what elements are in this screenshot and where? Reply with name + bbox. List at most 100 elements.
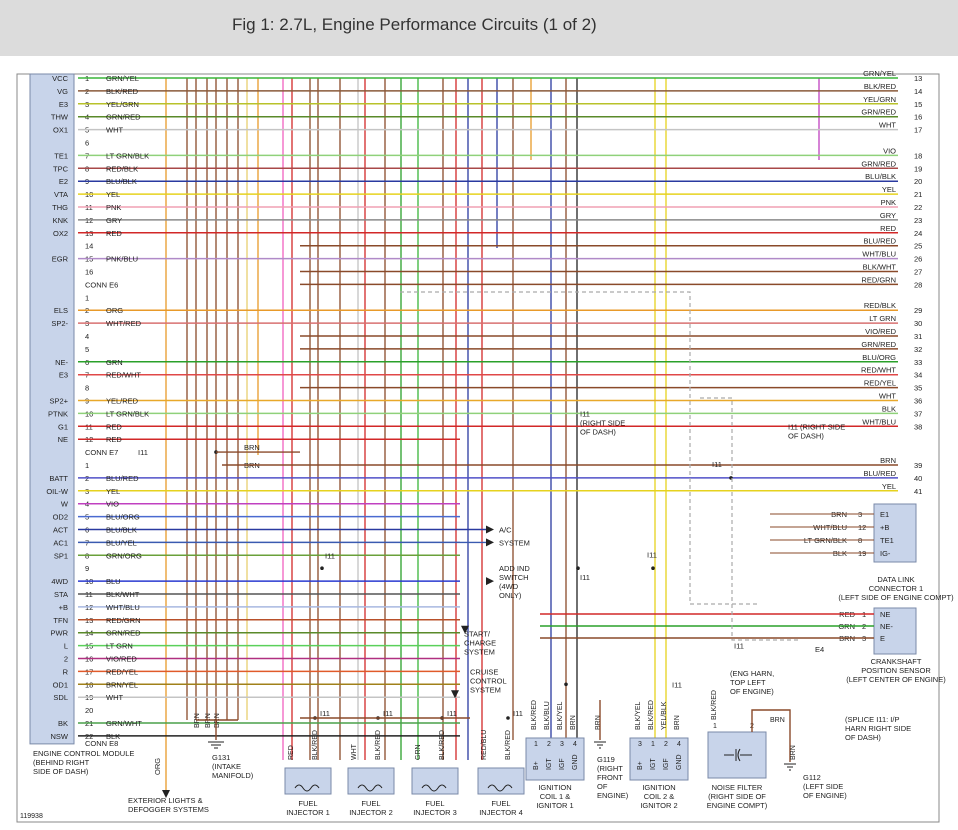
ext-lights-label: DEFOGGER SYSTEMS bbox=[128, 805, 209, 814]
ecm-block bbox=[29, 73, 75, 745]
noise-filter bbox=[707, 731, 767, 779]
injector-coil-icon bbox=[357, 784, 383, 792]
ecm-terminal-label: THG bbox=[52, 203, 68, 212]
ecm-terminal-label: OIL-W bbox=[46, 487, 69, 496]
title-bar: Fig 1: 2.7L, Engine Performance Circuits… bbox=[0, 0, 958, 56]
end-wire-label: RED/GRN bbox=[861, 275, 896, 284]
ecm-terminal-label: E3 bbox=[59, 100, 68, 109]
injector-name: FUEL bbox=[491, 799, 510, 808]
injector-name: INJECTOR 3 bbox=[413, 808, 457, 817]
end-wire-label: WHT/BLU bbox=[862, 250, 896, 259]
end-wire-label: VIO bbox=[883, 146, 896, 155]
ecm-terminal-label: G1 bbox=[58, 422, 68, 431]
coil-terminal: B+ bbox=[533, 761, 540, 770]
conn-e7-label: CONN E7 bbox=[85, 448, 118, 457]
wire-color-label: BLU bbox=[106, 577, 121, 586]
coil-terminal: IGT bbox=[546, 758, 553, 770]
eng-harn-label: (ENG HARN, bbox=[730, 669, 774, 678]
ecm-terminal-label: EGR bbox=[52, 255, 69, 264]
wire-color-label: WHT bbox=[106, 126, 123, 135]
wire-color-label: BLK/WHT bbox=[106, 590, 140, 599]
ac-arrow bbox=[486, 538, 494, 547]
injector-coil-icon bbox=[487, 784, 513, 792]
end-wire-label: LT GRN bbox=[869, 314, 896, 323]
fuel-injector-3 bbox=[411, 767, 459, 795]
g131-label: (INTAKE bbox=[212, 762, 241, 771]
ground-symbol bbox=[208, 741, 224, 749]
g112-label: OF ENGINE) bbox=[803, 791, 847, 800]
splice-label: I11 bbox=[712, 460, 722, 469]
dlc-terminal: +B bbox=[880, 523, 889, 532]
ecm-terminal-label: TPC bbox=[53, 164, 69, 173]
splice-note: HARN RIGHT SIDE bbox=[845, 724, 911, 733]
g112-wire-label: BRN bbox=[790, 745, 797, 760]
figure-title: Fig 1: 2.7L, Engine Performance Circuits… bbox=[232, 15, 597, 34]
coil-wire-label: BLK/YEL bbox=[635, 701, 642, 730]
circuit-number: 32 bbox=[914, 345, 922, 354]
coil-pin-number: 3 bbox=[638, 741, 642, 748]
coil-pin-number: 1 bbox=[534, 741, 538, 748]
pin-number: 14 bbox=[85, 242, 93, 251]
circuit-number: 41 bbox=[914, 487, 922, 496]
cruise-label: CRUISE bbox=[470, 667, 498, 676]
injector-wire-label: BLK/RED bbox=[505, 730, 512, 760]
end-wire-label: GRY bbox=[880, 211, 896, 220]
circuit-number: 14 bbox=[914, 87, 922, 96]
data-link-connector bbox=[873, 503, 917, 563]
noise-filter-name: NOISE FILTER bbox=[712, 783, 763, 792]
pin-number: 1 bbox=[85, 461, 89, 470]
crankshaft-position-sensor bbox=[873, 607, 917, 655]
circuit-number: 16 bbox=[914, 113, 922, 122]
coil-terminal: IGF bbox=[559, 758, 566, 770]
ecm-terminal-label: STA bbox=[54, 590, 68, 599]
coil-wire-label: YEL/BLK bbox=[661, 701, 668, 730]
splice-label: I11 bbox=[647, 550, 657, 559]
eng-harn-label: OF ENGINE) bbox=[730, 687, 774, 696]
end-wire-label: RED/WHT bbox=[861, 366, 896, 375]
coil-terminal: GND bbox=[676, 754, 683, 770]
start-charge-arrow bbox=[461, 625, 469, 634]
coil-pin-number: 4 bbox=[573, 741, 577, 748]
wire-color-label: RED bbox=[106, 422, 122, 431]
end-wire-label: PNK bbox=[881, 198, 896, 207]
circuit-number: 38 bbox=[914, 422, 922, 431]
shield-dashed bbox=[400, 291, 760, 605]
injector-wire-label: WHT bbox=[351, 743, 358, 760]
injector-wire-label: BLK/RED bbox=[375, 730, 382, 760]
ecm-terminal-label: TFN bbox=[53, 616, 68, 625]
dlc-caption: CONNECTOR 1 bbox=[869, 584, 923, 593]
g131-label: G131 bbox=[212, 753, 230, 762]
circuit-number: 29 bbox=[914, 306, 922, 315]
ac-system-label: SYSTEM bbox=[499, 538, 530, 547]
wire-color-label: RED/GRN bbox=[106, 616, 141, 625]
end-wire-label: RED/BLK bbox=[864, 301, 896, 310]
coil-terminal: B+ bbox=[637, 761, 644, 770]
end-wire-label: BLK bbox=[882, 404, 896, 413]
pin-number: 20 bbox=[85, 706, 93, 715]
end-wire-label: YEL/GRN bbox=[863, 95, 896, 104]
g119-label: ENGINE) bbox=[597, 791, 629, 800]
pin-number: 4 bbox=[85, 332, 89, 341]
ecm-terminal-label: +B bbox=[59, 603, 68, 612]
coil-name: COIL 2 & bbox=[644, 792, 675, 801]
splice-dot bbox=[320, 566, 324, 570]
circuit-number: 17 bbox=[914, 126, 922, 135]
ecm-terminal-label: NE bbox=[58, 435, 68, 444]
coil-pin-number: 1 bbox=[651, 741, 655, 748]
coil-terminal: GND bbox=[572, 754, 579, 770]
e4-label: E4 bbox=[815, 645, 824, 654]
eng-harn-label: TOP LEFT bbox=[730, 678, 766, 687]
wire-color-label: BLU/ORG bbox=[106, 513, 140, 522]
ecm-terminal-label: KNK bbox=[53, 216, 68, 225]
dlc-caption: (LEFT SIDE OF ENGINE COMPT) bbox=[838, 593, 954, 602]
brn-label: BRN bbox=[244, 443, 260, 452]
circuit-number: 30 bbox=[914, 319, 922, 328]
splice-label: I11 bbox=[580, 573, 590, 582]
coil-name: COIL 1 & bbox=[540, 792, 571, 801]
ecm-terminal-label: W bbox=[61, 500, 69, 509]
ecm-terminal-label: NE- bbox=[55, 358, 68, 367]
wire-color-label: YEL bbox=[106, 190, 120, 199]
circuit-number: 27 bbox=[914, 268, 922, 277]
g112-label: (LEFT SIDE bbox=[803, 782, 843, 791]
coil-name: IGNITION bbox=[538, 783, 571, 792]
